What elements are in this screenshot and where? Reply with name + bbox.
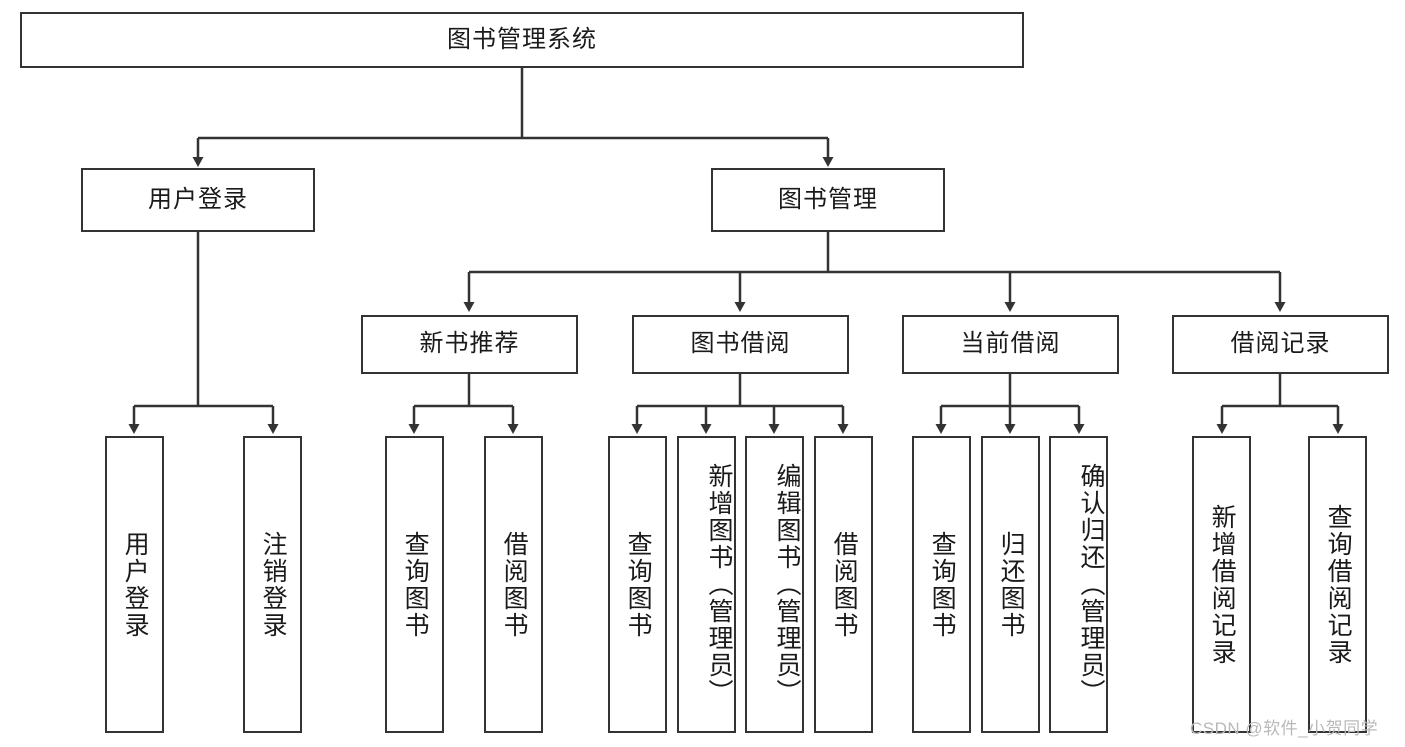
node-user-login[interactable]: 用户登录 — [81, 168, 315, 232]
node-book-borrow[interactable]: 图书借阅 — [632, 315, 849, 374]
node-current-borrow[interactable]: 当前借阅 — [902, 315, 1119, 374]
leaf-current-query-book[interactable]: 查询图书 — [912, 436, 971, 733]
leaf-record-query-record[interactable]: 查询借阅记录 — [1308, 436, 1367, 733]
node-borrow-record[interactable]: 借阅记录 — [1172, 315, 1389, 374]
leaf-recommend-borrow-book[interactable]: 借阅图书 — [484, 436, 543, 733]
leaf-record-add-record[interactable]: 新增借阅记录 — [1192, 436, 1251, 733]
leaf-user-logout[interactable]: 注销登录 — [243, 436, 302, 733]
leaf-current-return-book[interactable]: 归还图书 — [981, 436, 1040, 733]
leaf-user-login-do[interactable]: 用户登录 — [105, 436, 164, 733]
node-root-system[interactable]: 图书管理系统 — [20, 12, 1024, 68]
leaf-borrow-borrow-book[interactable]: 借阅图书 — [814, 436, 873, 733]
leaf-borrow-query-book[interactable]: 查询图书 — [608, 436, 667, 733]
watermark-text: CSDN @软件_小贺同学 — [1190, 719, 1379, 738]
leaf-recommend-query-book[interactable]: 查询图书 — [385, 436, 444, 733]
node-book-management[interactable]: 图书管理 — [711, 168, 945, 232]
node-new-book-recommend[interactable]: 新书推荐 — [361, 315, 578, 374]
leaf-borrow-edit-book-admin[interactable]: 编辑图书（管理员） — [745, 436, 804, 733]
leaf-borrow-add-book-admin[interactable]: 新增图书（管理员） — [677, 436, 736, 733]
leaf-current-confirm-return-admin[interactable]: 确认归还（管理员） — [1049, 436, 1108, 733]
